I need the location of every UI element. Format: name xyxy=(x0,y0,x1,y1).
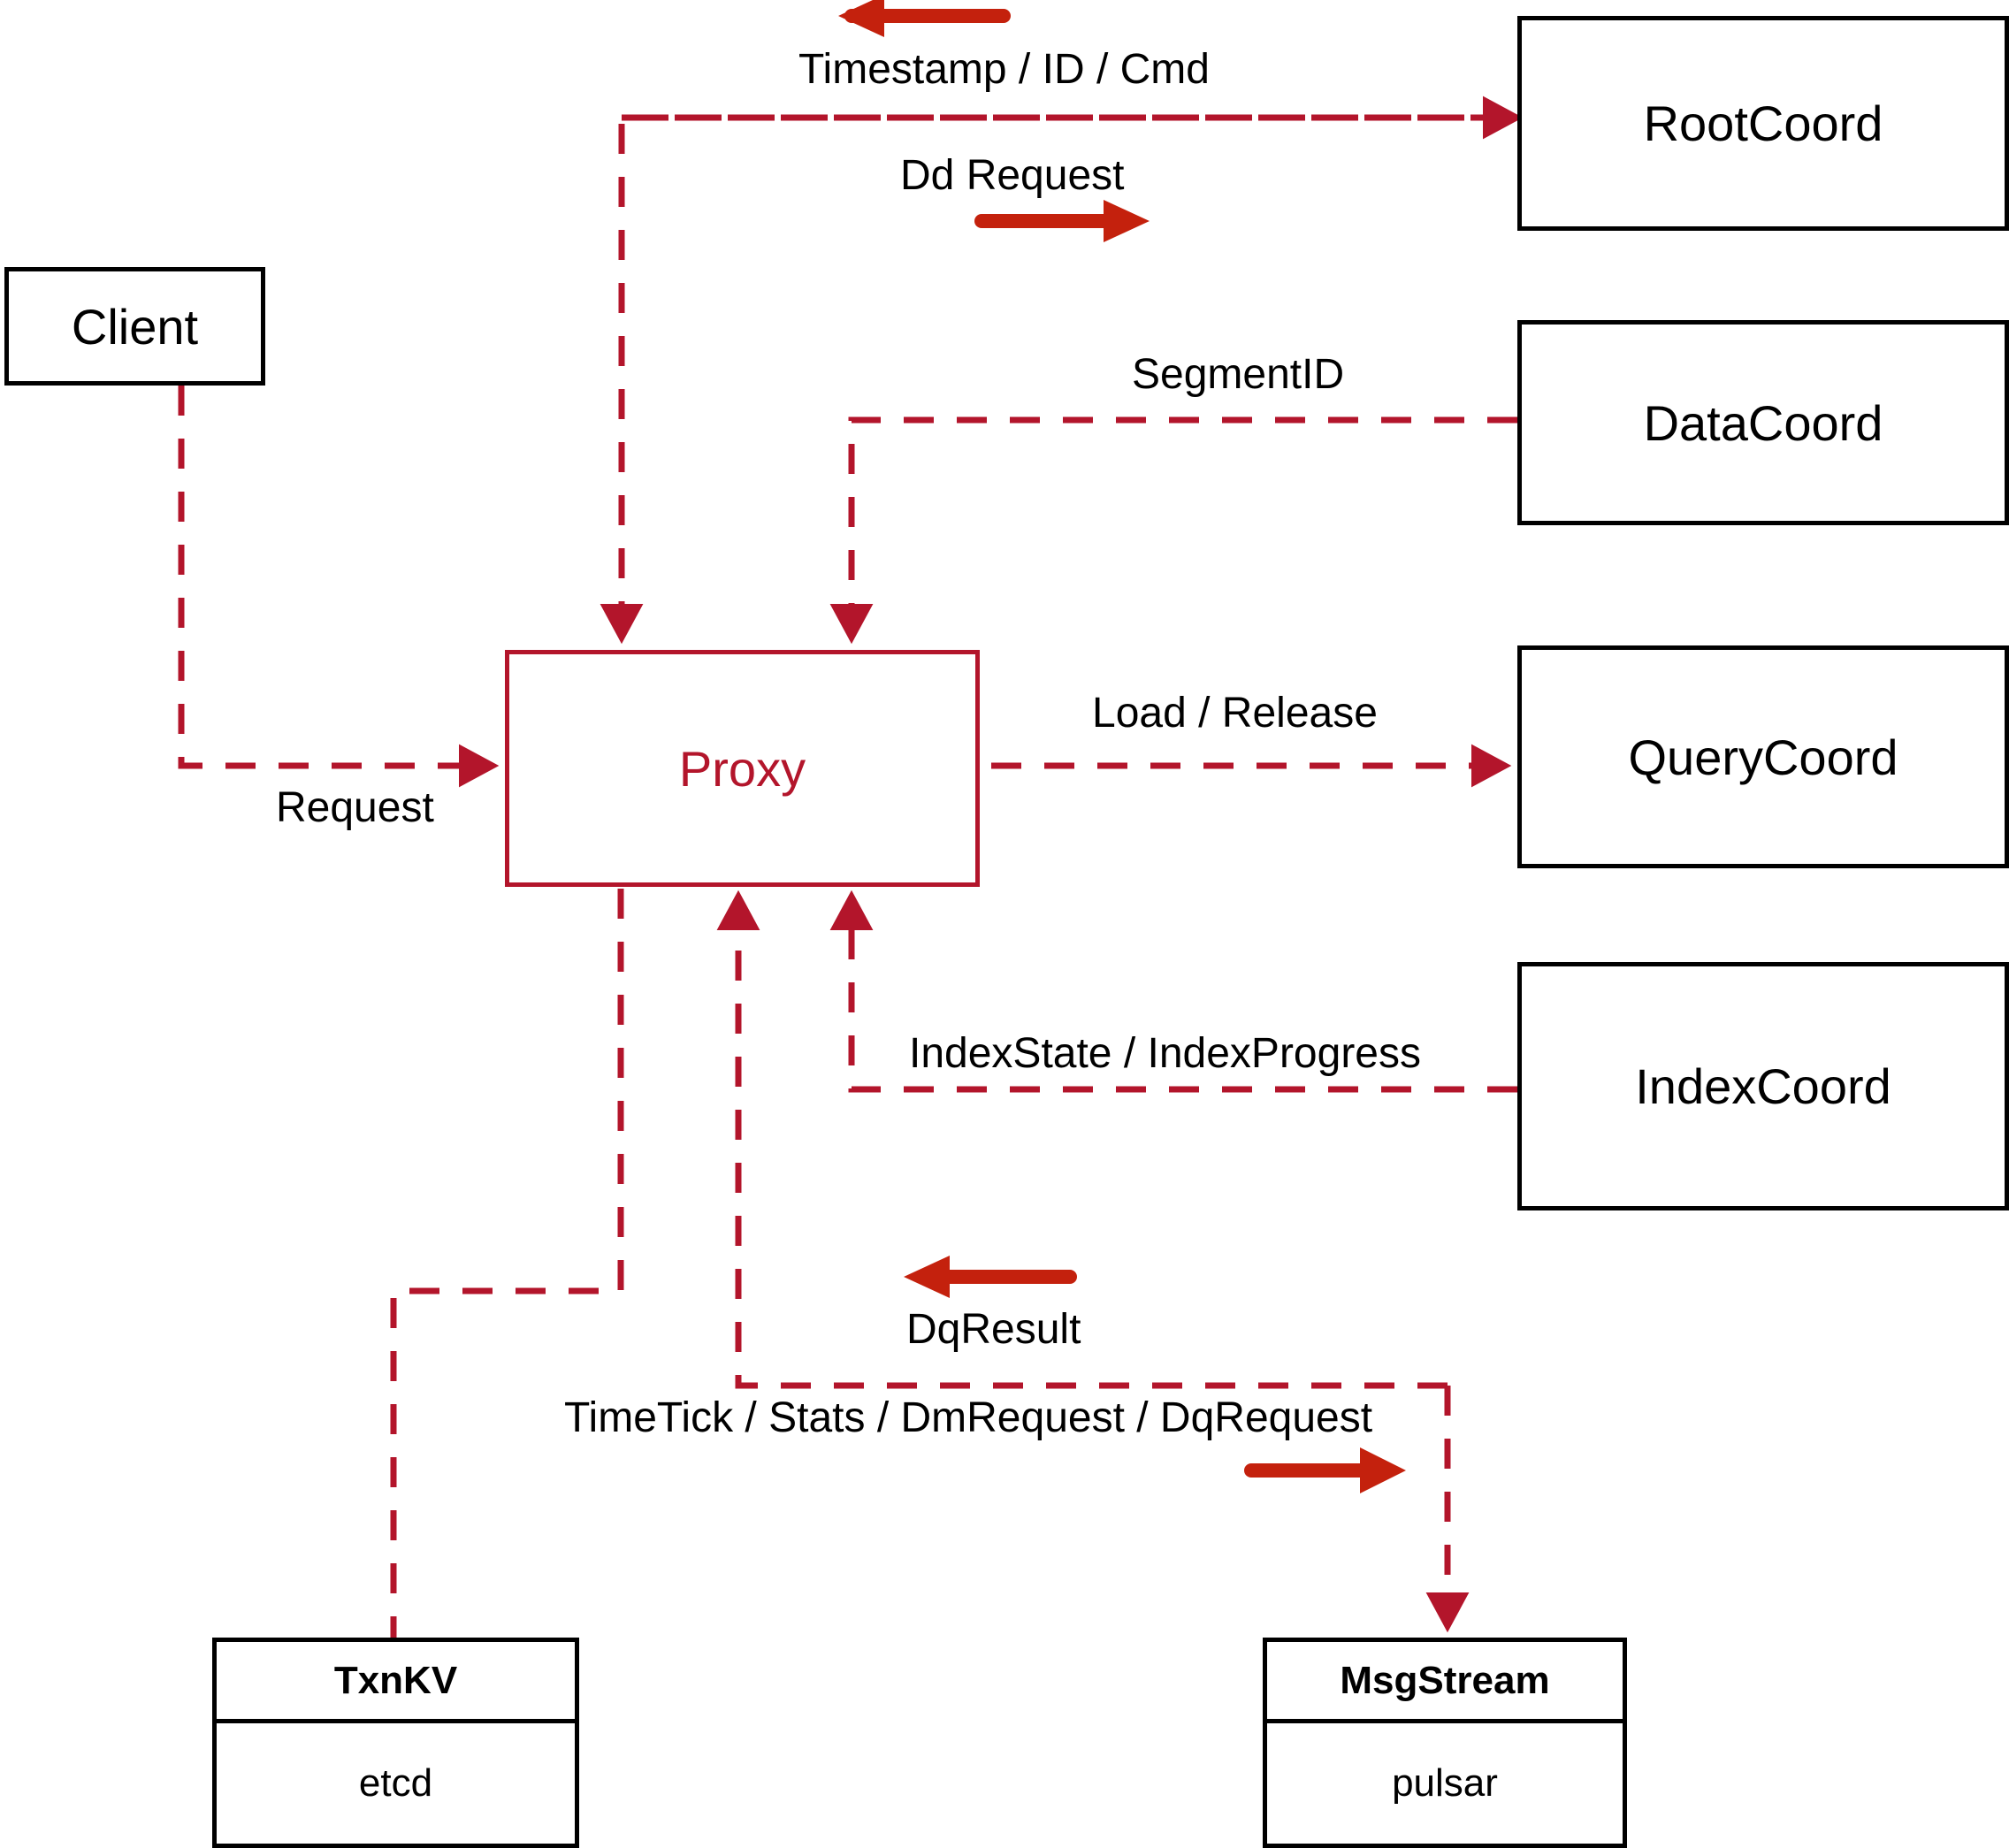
arrow-right-dd-request xyxy=(974,200,1150,242)
node-rootcoord-label: RootCoord xyxy=(1643,95,1883,151)
node-msgstream[interactable]: MsgStream pulsar xyxy=(1263,1638,1627,1848)
node-txnkv[interactable]: TxnKV etcd xyxy=(212,1638,579,1848)
node-indexcoord-label: IndexCoord xyxy=(1635,1058,1891,1114)
edge-client-to-proxy xyxy=(178,386,500,788)
node-datacoord[interactable]: DataCoord xyxy=(1517,320,2009,525)
edge-label-index-state-progress: IndexState / IndexProgress xyxy=(909,1030,1421,1077)
node-indexcoord[interactable]: IndexCoord xyxy=(1517,962,2009,1210)
node-proxy[interactable]: Proxy xyxy=(505,650,980,887)
arrow-left-timestamp xyxy=(838,0,1011,37)
node-txnkv-body: etcd xyxy=(358,1761,433,1805)
node-querycoord-label: QueryCoord xyxy=(1628,729,1898,785)
node-client[interactable]: Client xyxy=(4,267,265,386)
arrow-right-timetick xyxy=(1244,1447,1406,1493)
edge-rootcoord-to-proxy xyxy=(600,114,1517,645)
node-querycoord[interactable]: QueryCoord xyxy=(1517,645,2009,868)
edge-label-segment-id: SegmentID xyxy=(1132,351,1345,398)
node-proxy-label: Proxy xyxy=(678,740,806,797)
edge-indexcoord-to-proxy xyxy=(829,890,1517,1093)
edge-label-load-release: Load / Release xyxy=(1092,690,1378,737)
edge-label-timestamp-id-cmd: Timestamp / ID / Cmd xyxy=(798,46,1210,93)
edge-label-request: Request xyxy=(276,784,434,831)
edge-label-dd-request: Dd Request xyxy=(900,152,1125,199)
node-client-label: Client xyxy=(71,298,199,355)
node-rootcoord[interactable]: RootCoord xyxy=(1517,16,2009,231)
node-txnkv-header: TxnKV xyxy=(217,1642,575,1723)
node-msgstream-header: MsgStream xyxy=(1267,1642,1623,1723)
node-msgstream-body: pulsar xyxy=(1392,1761,1498,1805)
edge-proxy-to-txnkv xyxy=(390,889,624,1638)
edge-datacoord-to-proxy xyxy=(829,416,1517,645)
edge-msgstream-to-proxy xyxy=(716,890,1448,1389)
edge-label-timetick-stats-dm-dq: TimeTick / Stats / DmRequest / DqRequest xyxy=(564,1394,1373,1441)
edge-label-dq-result: DqResult xyxy=(906,1306,1081,1353)
arrow-left-dq-result xyxy=(904,1256,1077,1298)
node-datacoord-label: DataCoord xyxy=(1643,394,1883,451)
